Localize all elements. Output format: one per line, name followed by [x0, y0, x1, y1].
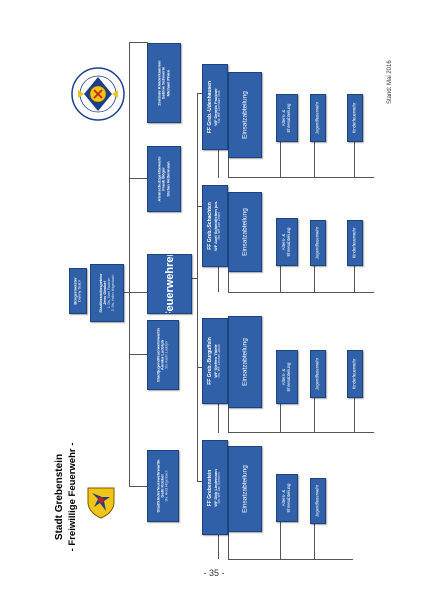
jugendfeuerwehr-box: Jugendfeuerwehr — [310, 220, 326, 266]
connector-line — [228, 292, 374, 293]
stadtbrandinspektor-box: Stadtbrandinspektor Jens Gimbel 1. Stv. … — [90, 264, 124, 322]
connector-line — [129, 42, 130, 486]
kinderfeuerwehr-box: Kinderfeuerwehr — [347, 220, 363, 266]
feuerwehren-box: Feuerwehren — [147, 254, 192, 314]
connector-line — [218, 263, 219, 292]
connector-line — [228, 177, 374, 178]
connector-line — [314, 266, 315, 293]
page-subtitle: - Freiwillige Feuerwehr - — [67, 442, 78, 552]
jugendfeuerwehrwartin-stv: Stv. Karim Ludolph — [164, 341, 169, 369]
atemschutz-box: Atemschutzgerätewarte Frank Böger Stefan… — [147, 146, 181, 212]
connector-line — [228, 408, 229, 433]
connector-line — [228, 432, 374, 433]
wehr-stv: Stv. WF Lennart Jakob — [217, 344, 222, 378]
connector-line — [280, 266, 281, 293]
connector-line — [280, 522, 281, 560]
connector-line — [218, 535, 219, 559]
kinderfeuerwehr-box: Kinderfeuerwehr — [347, 94, 363, 142]
kinderfeuerwehr-label: Kinderfeuerwehr — [351, 227, 357, 259]
wehr-stv: Stv. WF Jan Siemens — [217, 471, 222, 504]
wehr-box-ff-schachten: FF Greb.-Schachten WF Axel Schmidtchen j… — [202, 185, 228, 267]
atemschutz-name2: Stefan Vettermann — [165, 161, 171, 197]
jugendfeuerwehrwartin-box: Stadtjugendfeuerwehrwartin Annika Ludolp… — [147, 320, 179, 390]
connector-line — [197, 481, 202, 482]
connector-line — [314, 524, 315, 560]
einsatzabteilung-box: Einsatzabteilung — [228, 192, 262, 272]
connector-line — [124, 292, 147, 293]
jugendfeuerwehr-label: Jugendfeuerwehr — [314, 226, 320, 260]
stadt-wappen-logo — [84, 485, 118, 519]
connector-line — [354, 142, 355, 178]
einsatzabteilung-label: Einsatzabteilung — [241, 91, 249, 139]
alters-label: Alters- & Ehrenabteilung — [281, 483, 291, 513]
kinderfeuerwehr-label: Kinderfeuerwehr — [351, 102, 357, 134]
einsatzabteilung-box: Einsatzabteilung — [228, 316, 262, 408]
connector-line — [228, 272, 229, 293]
connector-line — [129, 178, 148, 179]
jugendfeuerwehr-box: Jugendfeuerwehr — [310, 478, 326, 524]
page-number: - 35 - — [203, 568, 225, 578]
connector-line — [228, 532, 229, 560]
connector-line — [197, 93, 202, 94]
buergermeister-name: Danny Sutor — [77, 279, 82, 303]
wehr-stv: Stv. WF Christian Stoll — [217, 90, 222, 124]
connector-line — [228, 158, 229, 178]
wehr-stv: Stv. WF Jan Zeidel — [217, 212, 222, 240]
connector-line — [197, 367, 202, 368]
page-title: Stadt Grebenstein — [54, 453, 65, 541]
connector-line — [192, 278, 198, 279]
einsatzabteilung-box: Einsatzabteilung — [228, 446, 262, 532]
alters-ehrenabteilung-box: Alters- & Ehrenabteilung — [276, 474, 298, 522]
connector-line — [228, 559, 353, 560]
kinderfeuerwehrwartin-stv: Stv. Heidi Hilgenbach — [164, 470, 169, 502]
zentrale-kleiderkammer-box: Zentrale Kleiderkammer Sabine Schmerle M… — [147, 43, 181, 123]
einsatzabteilung-label: Einsatzabteilung — [241, 465, 249, 513]
einsatzabteilung-box: Einsatzabteilung — [228, 72, 262, 158]
jugendfeuerwehr-label: Jugendfeuerwehr — [314, 101, 320, 135]
connector-line — [197, 93, 198, 482]
alters-label: Alters- & Ehrenabteilung — [281, 103, 291, 133]
stadtbrandinspektor-stv2: 2. Stv. Volker Hilgenbach — [110, 274, 115, 312]
einsatzabteilung-label: Einsatzabteilung — [241, 208, 249, 256]
alters-label: Alters- & Ehrenabteilung — [281, 362, 291, 392]
connector-line — [129, 486, 148, 487]
stand-date: Stand: Mai 2016 — [387, 60, 393, 104]
connector-line — [129, 42, 148, 43]
feuerwehren-title: Feuerwehren — [163, 254, 176, 314]
connector-line — [280, 404, 281, 433]
jugendfeuerwehr-box: Jugendfeuerwehr — [310, 94, 326, 142]
wehr-box-ff-udenhausen: FF Greb.-Udenhausen WF Dennis Paukner St… — [202, 64, 228, 150]
connector-line — [218, 404, 219, 433]
kinderfeuerwehrwartin-box: Stadtkinderfeuerwehrwartin Gabi Kückel S… — [147, 450, 179, 522]
buergermeister-box: Bürgermeister Danny Sutor — [69, 268, 87, 314]
connector-line — [280, 142, 281, 178]
connector-line — [197, 206, 202, 207]
connector-line — [314, 142, 315, 178]
connector-line — [354, 266, 355, 293]
jugendfeuerwehr-label: Jugendfeuerwehr — [314, 357, 320, 391]
wehr-box-ff-burguffeln: FF Greb.-Burguffeln WF Steffen Thiele St… — [202, 318, 228, 404]
connector-line — [314, 398, 315, 433]
connector-line — [218, 150, 219, 178]
jugendfeuerwehr-label: Jugendfeuerwehr — [314, 484, 320, 518]
alters-label: Alters- & Ehrenabteilung — [281, 227, 291, 257]
kinderfeuerwehr-label: Kinderfeuerwehr — [351, 358, 357, 390]
alters-ehrenabteilung-box: Alters- & Ehrenabteilung — [276, 94, 298, 142]
connector-line — [354, 398, 355, 433]
alters-ehrenabteilung-box: Alters- & Ehrenabteilung — [276, 350, 298, 404]
kinderfeuerwehr-box: Kinderfeuerwehr — [347, 350, 363, 398]
feuerwehr-emblem-logo — [70, 66, 126, 122]
connector-line — [129, 354, 148, 355]
wehr-box-ff-grebenstein: FF Grebenstein WF Dirk Lindemann Stv. WF… — [202, 440, 228, 535]
zentrale-name2: Michael Phieo — [165, 69, 171, 97]
jugendfeuerwehr-box: Jugendfeuerwehr — [310, 350, 326, 398]
einsatzabteilung-label: Einsatzabteilung — [241, 338, 249, 386]
alters-ehrenabteilung-box: Alters- & Ehrenabteilung — [276, 218, 298, 266]
